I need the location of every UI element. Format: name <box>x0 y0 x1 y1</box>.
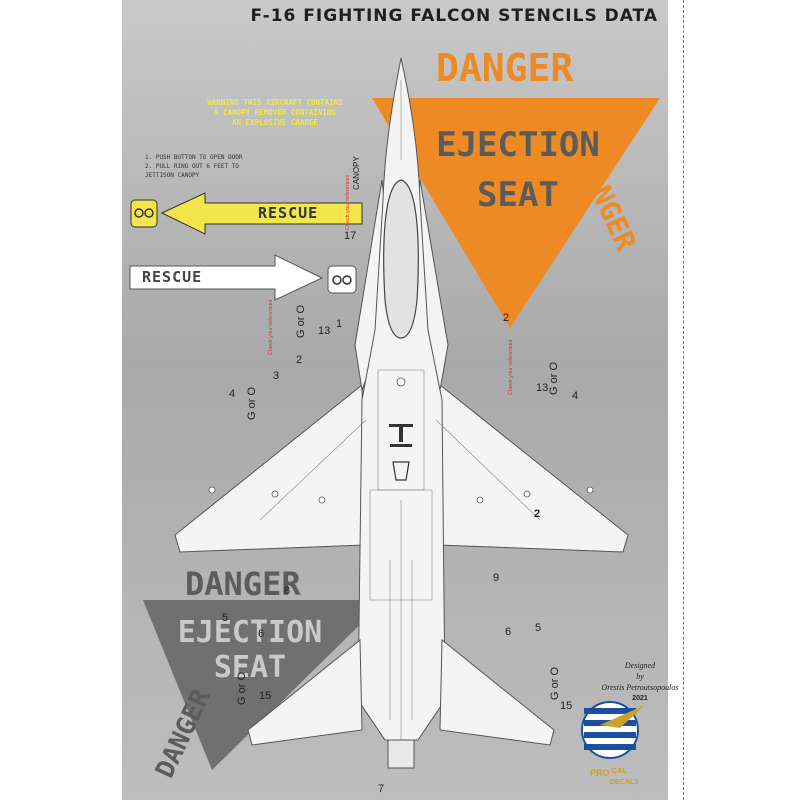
code-g-or-o-3: G or O <box>548 361 560 395</box>
code-g-or-o-1: G or O <box>295 304 307 338</box>
reference-note-2: Check your references <box>268 299 274 355</box>
number-17: 17 <box>344 230 357 242</box>
procal-logo <box>581 701 645 759</box>
rescue-label-white: RESCUE <box>142 268 203 286</box>
number-5-right: 5 <box>535 622 542 634</box>
panel-lines <box>259 80 541 740</box>
cut-line <box>683 0 684 800</box>
designer-line-1: Designed <box>624 661 656 670</box>
number-8: 8 <box>284 585 291 597</box>
logo-text-pro: PRO <box>590 768 610 778</box>
f16-planform <box>174 57 629 769</box>
seat-label-gray: SEAT <box>213 650 287 685</box>
rescue-label-yellow: RESCUE <box>258 204 319 222</box>
number-7: 7 <box>378 783 385 795</box>
danger-label-top: DANGER <box>436 46 574 90</box>
ejection-label-gray: EJECTION <box>177 615 323 650</box>
canopy-outline <box>383 179 419 339</box>
yellow-rescue-arrow <box>130 192 363 235</box>
number-13-right: 13 <box>536 382 549 394</box>
number-2-left: 2 <box>296 354 303 366</box>
number-6-right: 6 <box>505 626 512 638</box>
white-rescue-arrow <box>129 254 357 301</box>
designer-credit: Designed by Orestis Petroutsopoulos 2021 <box>600 660 680 704</box>
code-g-or-o-4: G or O <box>236 671 248 705</box>
seat-label-orange: SEAT <box>477 175 559 215</box>
decal-sheet <box>122 0 668 800</box>
aircraft-drawing <box>129 57 660 770</box>
reference-note-3: Check your references <box>508 339 514 395</box>
pilot-seat-mark <box>392 461 410 481</box>
designer-line-3: Orestis Petroutsopoulos <box>601 683 679 692</box>
number-3: 3 <box>273 370 280 382</box>
code-g-or-o-5: G or O <box>549 666 561 700</box>
number-5-left: 5 <box>222 612 229 624</box>
number-1: 1 <box>336 318 343 330</box>
number-15-right: 15 <box>560 700 573 712</box>
code-g-or-o-2: G or O <box>246 386 258 420</box>
designer-line-2: by <box>636 672 644 681</box>
logo-text-decals: DECALS <box>610 779 639 786</box>
number-4-left: 4 <box>229 388 236 400</box>
wing-markers <box>208 377 594 504</box>
ejection-label-orange: EJECTION <box>436 125 600 165</box>
number-13-left: 13 <box>318 325 331 337</box>
designer-year: 2021 <box>632 695 648 702</box>
ejection-handle <box>389 424 413 447</box>
orange-danger-triangle <box>372 98 660 328</box>
number-2-wing: 2 <box>534 508 541 520</box>
number-4-right: 4 <box>572 390 579 402</box>
logo-text-cal: CAL <box>612 768 627 775</box>
gray-danger-triangle <box>143 600 385 770</box>
number-2-right: 2 <box>503 312 510 324</box>
canopy-instructions: 1. PUSH BUTTON TO OPEN DOOR 2. PULL RING… <box>145 154 243 179</box>
reference-note-1: Check your references <box>345 174 351 230</box>
sheet-title: F-16 FIGHTING FALCON STENCILS DATA <box>250 6 658 26</box>
danger-label-gray-top: DANGER <box>185 565 301 603</box>
number-6-left: 6 <box>258 628 265 640</box>
canopy-warning-text: WARNING THIS AIRCRAFT CONTAINS A CANOPY … <box>207 98 343 127</box>
number-15-left: 15 <box>259 690 272 702</box>
canopy-label: CANOPY <box>352 156 361 190</box>
number-9: 9 <box>493 572 500 584</box>
